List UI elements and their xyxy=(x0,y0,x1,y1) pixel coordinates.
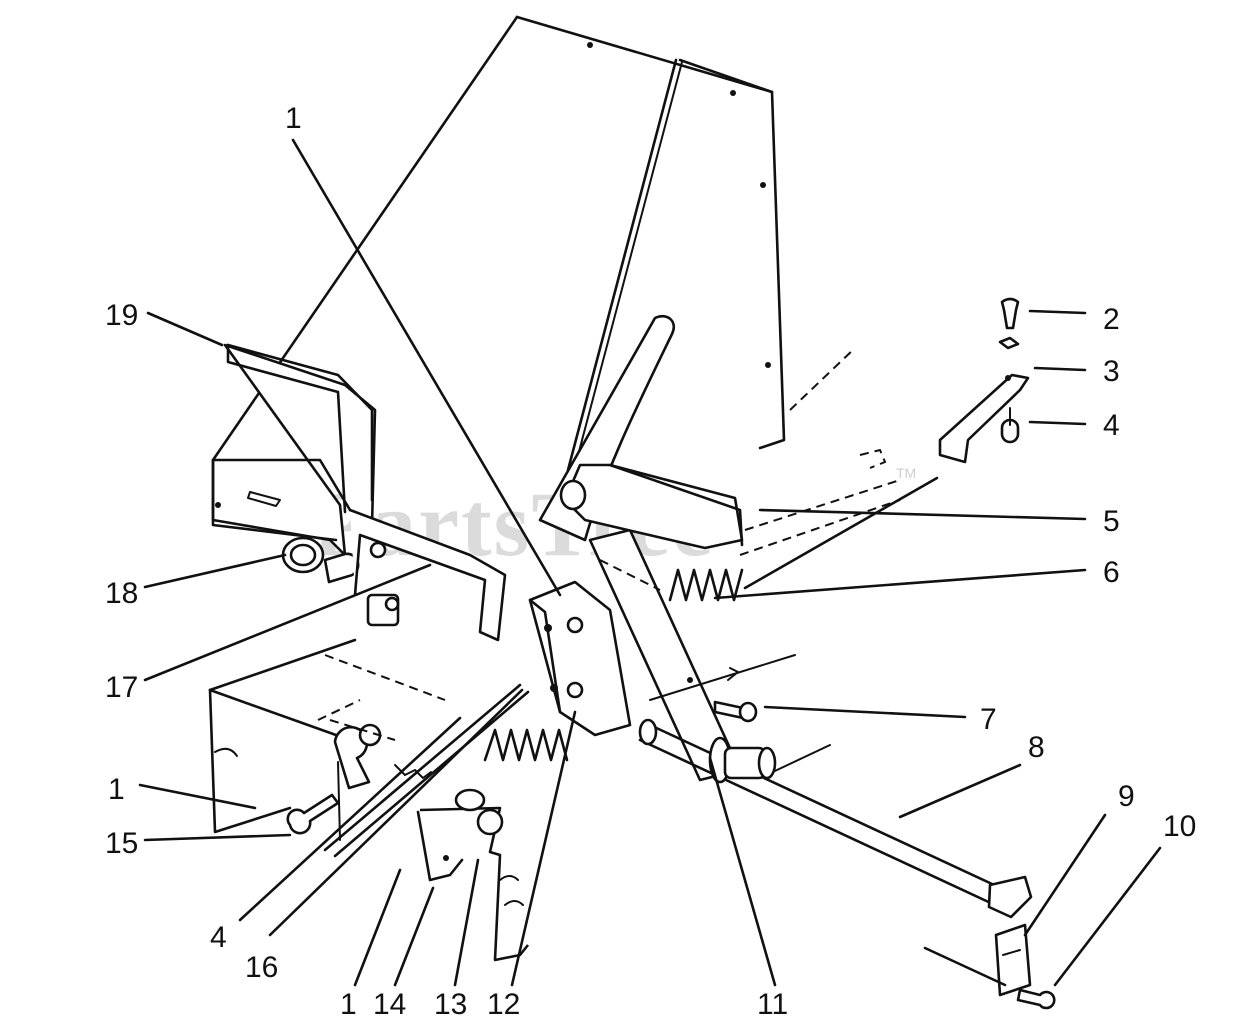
spring-upper-drawing xyxy=(668,568,744,602)
pedal-block-drawing xyxy=(559,448,901,556)
callout-18: 18 xyxy=(105,577,138,610)
leader-lines xyxy=(138,138,1162,987)
callout-17: 17 xyxy=(105,671,138,704)
fastener-set-drawing xyxy=(743,297,1030,590)
callout-14: 14 xyxy=(373,988,406,1021)
pivot-plate-drawing xyxy=(416,788,530,962)
clamp-plate-drawing xyxy=(923,923,1056,1010)
callout-1-left: 1 xyxy=(108,773,125,806)
callout-1-top: 1 xyxy=(285,102,302,135)
callout-7: 7 xyxy=(980,703,997,736)
callout-4-bottom: 4 xyxy=(210,921,227,954)
link-block-drawing xyxy=(528,580,632,737)
pivot-bracket-drawing xyxy=(349,508,507,642)
base-plate-drawing xyxy=(208,638,446,834)
bolt-drawing xyxy=(713,667,758,723)
callout-11: 11 xyxy=(757,988,788,1021)
shaft-drawing xyxy=(638,654,1033,919)
watermark-trademark: TM xyxy=(896,465,916,481)
pin-drawing xyxy=(286,793,340,835)
callout-16: 16 xyxy=(245,951,278,984)
callout-19: 19 xyxy=(105,299,138,332)
callout-labels: 1 2 3 4 5 6 7 8 9 10 19 18 17 1 15 4 16 … xyxy=(105,102,1196,1021)
callout-9: 9 xyxy=(1118,780,1135,813)
callout-8: 8 xyxy=(1028,731,1045,764)
callout-10: 10 xyxy=(1163,810,1196,843)
control-panel-drawing xyxy=(211,15,856,479)
callout-4-right: 4 xyxy=(1103,409,1120,442)
callout-15: 15 xyxy=(105,827,138,860)
callout-5: 5 xyxy=(1103,505,1120,538)
callout-3: 3 xyxy=(1103,355,1120,388)
coupler-drawing xyxy=(708,736,777,784)
callout-1-bottom: 1 xyxy=(340,988,357,1021)
callout-12: 12 xyxy=(487,988,520,1021)
callout-6: 6 xyxy=(1103,556,1120,589)
callout-2: 2 xyxy=(1103,303,1120,336)
callout-13: 13 xyxy=(434,988,467,1021)
spring-lower-drawing xyxy=(483,728,569,762)
side-cover-drawing xyxy=(211,343,377,557)
rod-drawing xyxy=(323,683,530,858)
